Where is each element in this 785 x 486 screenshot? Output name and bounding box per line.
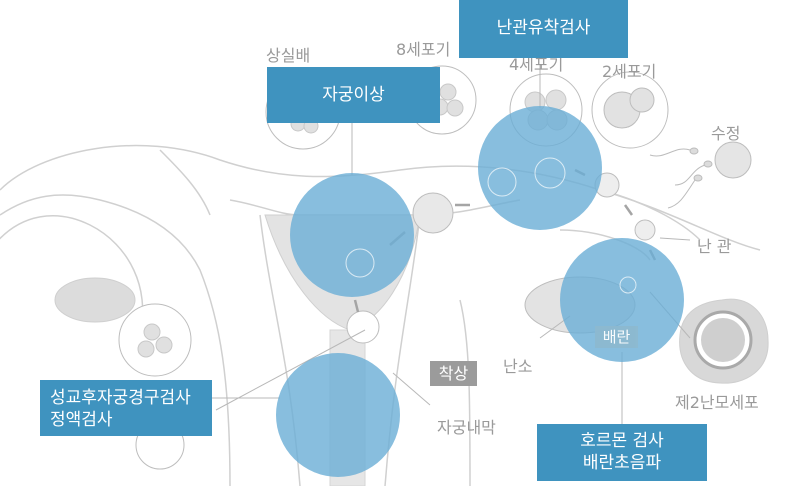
uterine-abnormality-text: 자궁이상	[322, 85, 385, 105]
left-ovary	[54, 277, 136, 323]
semen-test-text: 정액검사	[50, 410, 113, 430]
highlight-uterus	[290, 173, 414, 297]
morula-label: 상실배	[266, 46, 311, 65]
oocyte-nucleus	[701, 318, 745, 362]
highlight-tube	[478, 106, 602, 230]
tubal-patency-test-box: 난관유착검사	[459, 0, 628, 58]
anatomy-outline	[0, 144, 761, 486]
implantation-tag: 착상	[430, 361, 477, 386]
hormone-test-text: 호르몬 검사	[580, 431, 664, 451]
fallopian-tube-label: 난 관	[697, 237, 732, 256]
fertilization-label: 수정	[711, 124, 741, 143]
four-cell-label: 4세포기	[509, 55, 564, 74]
highlight-cells	[345, 157, 637, 294]
tubal-patency-test-text: 난관유착검사	[496, 18, 591, 38]
postcoital-semen-test-box: 성교후자궁경구검사 정액검사	[40, 380, 212, 436]
highlight-circles	[276, 106, 684, 477]
highlight-cervix	[276, 353, 400, 477]
hormone-ultrasound-box: 호르몬 검사 배란초음파	[537, 424, 707, 481]
sperm	[649, 147, 713, 209]
ovulation-tag: 배란	[595, 326, 638, 348]
two-cell-label: 2세포기	[602, 62, 657, 81]
endometrium-label: 자궁내막	[437, 418, 496, 437]
ovulation-ultrasound-text: 배란초음파	[582, 453, 662, 473]
uterine-abnormality-box: 자궁이상	[267, 67, 440, 123]
eight-cell-label: 8세포기	[396, 40, 451, 59]
postcoital-test-text: 성교후자궁경구검사	[50, 388, 191, 408]
secondary-oocyte-label: 제2난모세포	[675, 393, 759, 412]
highlight-ovary	[560, 238, 684, 362]
ovary-label: 난소	[503, 357, 533, 376]
